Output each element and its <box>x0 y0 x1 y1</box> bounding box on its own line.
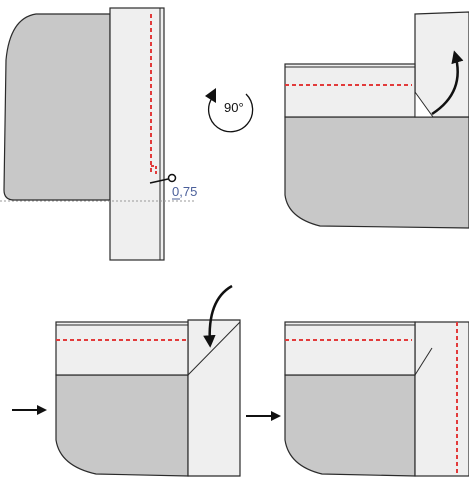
corner-fold-line <box>414 347 433 376</box>
corner-fold-triangle <box>414 90 434 118</box>
seam-allowance-label: 0,75 <box>172 184 197 199</box>
corner-fold-line <box>187 321 241 376</box>
fabric-piece-gray <box>55 374 189 477</box>
step-3-panel <box>12 284 241 477</box>
backstitch-mark <box>151 165 157 176</box>
fabric-piece-gray <box>284 374 416 477</box>
needle-eye <box>167 173 177 183</box>
curved-arrow-down-icon <box>203 284 233 348</box>
fabric-piece-gray <box>284 116 469 229</box>
fabric-flap-light <box>414 11 469 118</box>
rotate-counterclockwise-icon <box>207 93 254 133</box>
fabric-flap-light <box>187 319 241 477</box>
step-1-panel: 0,75 <box>0 7 197 261</box>
fabric-strip-light <box>284 321 416 376</box>
curved-arrow-up-icon <box>431 50 464 116</box>
fabric-flap-light <box>414 321 469 477</box>
fabric-piece-gray <box>3 13 111 201</box>
needle-thread-icon <box>149 178 169 184</box>
rotation-label: 90° <box>224 100 244 115</box>
rotate-arrowhead <box>205 88 216 103</box>
step-2-panel <box>284 11 469 229</box>
step-4-panel <box>246 321 469 477</box>
fabric-strip-light <box>55 321 189 376</box>
fabric-strip-light <box>284 63 416 118</box>
fabric-strip-light <box>109 7 165 261</box>
rotate-90-indicator: 90° <box>205 88 254 133</box>
